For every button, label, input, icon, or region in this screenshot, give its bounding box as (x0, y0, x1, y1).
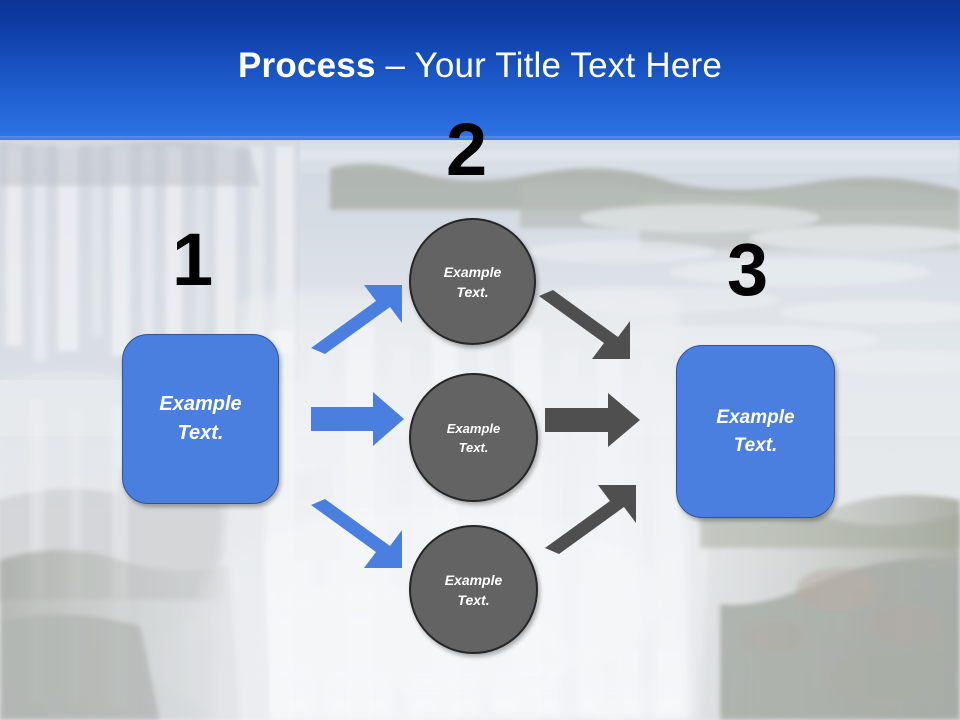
circle-top-text-line-2: Text. (456, 283, 489, 300)
arrow-top-circle-to-right[interactable] (539, 290, 630, 359)
left-box-text-line-1: Example (159, 393, 242, 415)
step-number-3: 3 (727, 228, 769, 311)
circle-middle-text-line-1: Example (446, 420, 501, 436)
process-node-right-box[interactable]: Example Text. (676, 345, 835, 518)
left-box-text-line-2: Text. (177, 422, 224, 444)
step-number-2: 2 (446, 108, 488, 191)
slide-header-band (0, 0, 960, 140)
process-node-circle-bottom[interactable]: Example Text. (409, 525, 538, 654)
header-bottom-sheen (0, 136, 960, 140)
right-box-text-line-1: Example (716, 406, 795, 428)
page-title-bold-part: Process (238, 46, 376, 85)
process-node-circle-middle[interactable]: Example Text. (409, 373, 538, 502)
arrow-left-to-top-circle[interactable] (311, 285, 402, 354)
right-box-text-line-2: Text. (733, 434, 778, 456)
page-title-regular-part: Your Title Text Here (414, 46, 722, 85)
page-title: Process – Your Title Text Here (0, 44, 960, 88)
process-node-circle-top[interactable]: Example Text. (409, 218, 536, 345)
circle-bottom-text-line-2: Text. (457, 591, 490, 608)
circle-top-text-line-1: Example (443, 263, 502, 280)
arrow-left-to-bottom-circle[interactable] (311, 499, 402, 568)
arrow-mid-circle-to-right[interactable] (545, 393, 640, 447)
arrow-left-to-mid-circle[interactable] (311, 392, 404, 446)
circle-bottom-text-line-1: Example (444, 571, 503, 588)
page-title-separator: – (375, 46, 415, 85)
process-node-left-box[interactable]: Example Text. (122, 334, 279, 504)
step-number-1: 1 (172, 218, 214, 301)
circle-middle-text-line-2: Text. (458, 439, 489, 455)
arrow-bottom-circle-to-right[interactable] (545, 485, 636, 554)
